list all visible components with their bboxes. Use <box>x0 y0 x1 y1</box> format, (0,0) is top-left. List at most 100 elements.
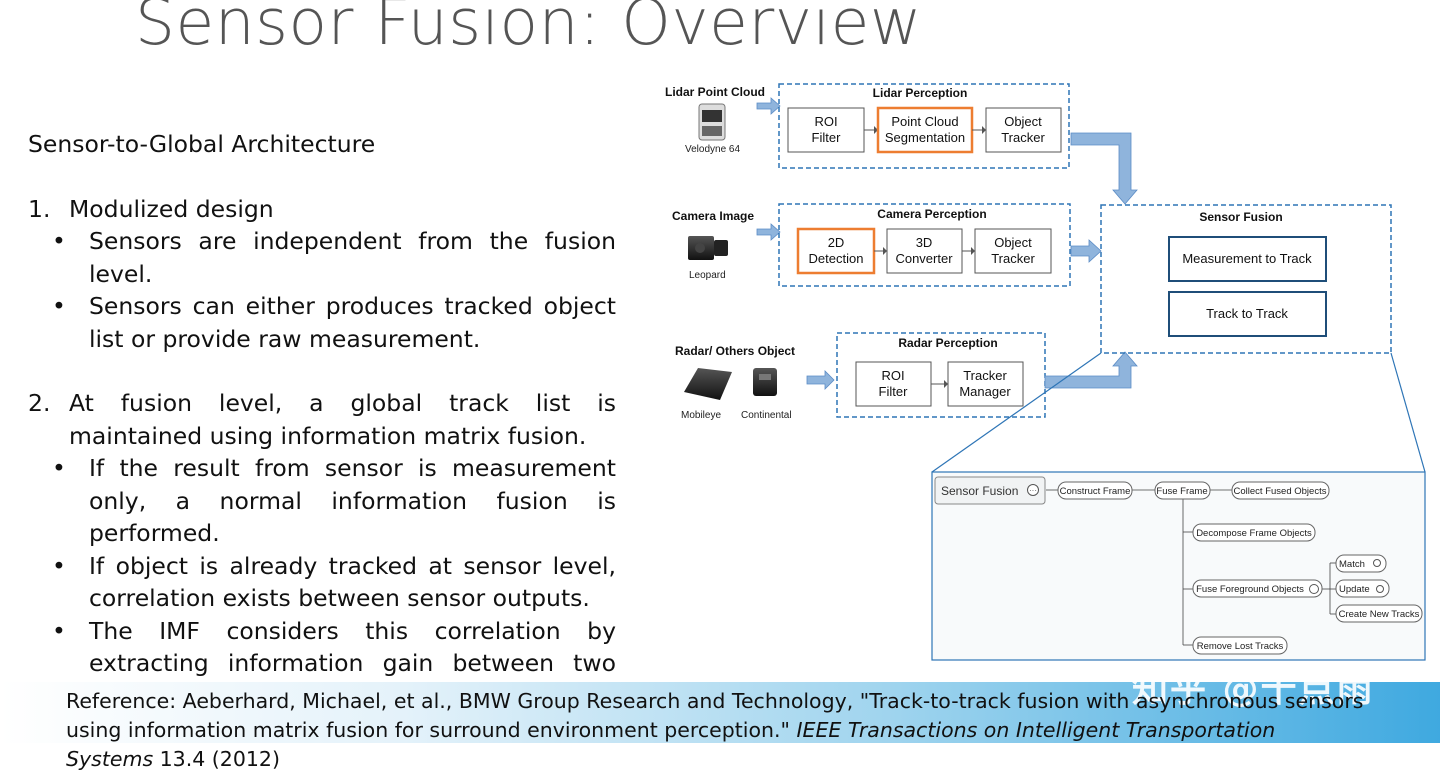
tree-node-create-new-tracks: Create New Tracks <box>1335 604 1423 623</box>
continental-sensor-icon <box>753 368 777 396</box>
collapse-icon <box>1309 584 1319 594</box>
tree-node-root: Sensor Fusion ··· <box>934 476 1046 505</box>
tree-node-decompose-frame-objects: Decompose Frame Objects <box>1192 523 1316 542</box>
radar-to-fusion-arrow <box>1044 351 1138 389</box>
box-label: ROI <box>881 368 904 383</box>
box-label: Point Cloud <box>891 114 958 129</box>
camera-group-label: Camera Perception <box>877 207 986 221</box>
box-label: Detection <box>809 251 864 266</box>
radar-input-arrow <box>806 370 835 390</box>
zoom-line-right <box>1390 352 1426 473</box>
zhihu-watermark: 知乎 @十点雨 <box>1132 669 1375 710</box>
slide-title: Sensor Fusion: Overview <box>135 0 922 59</box>
lidar-source-label: Lidar Point Cloud <box>665 85 765 99</box>
velodyne-sensor-icon <box>698 103 726 141</box>
tree-node-match: Match <box>1335 554 1387 573</box>
radar-roi-filter-box <box>855 361 932 407</box>
box-label: Tracker <box>1001 130 1045 145</box>
bullet-marker: • <box>52 454 66 482</box>
lidar-tracker-box <box>985 107 1062 153</box>
box-label: 3D <box>916 235 933 250</box>
camera-source-label: Camera Image <box>672 209 754 223</box>
node-label: Sensor Fusion <box>941 484 1018 498</box>
radar-source-label: Radar/ Others Object <box>675 344 795 358</box>
tree-connectors <box>1046 489 1336 646</box>
reference-banner <box>0 682 1440 743</box>
bullet-text: Sensors are independent from the fusion … <box>89 227 616 288</box>
track-to-track-box <box>1168 291 1327 337</box>
tree-node-fuse-foreground-objects: Fuse Foreground Objects <box>1192 579 1323 598</box>
node-label: Collect Fused Objects <box>1234 486 1327 497</box>
bullet-marker: • <box>52 227 66 255</box>
lidar-segmentation-box <box>876 106 974 154</box>
tree-node-collect-fused-objects: Collect Fused Objects <box>1231 481 1330 500</box>
node-label: Update <box>1339 584 1370 595</box>
camera-tracker-box <box>974 228 1052 274</box>
numbered-item-2: 2. At fusion level, a global track list … <box>28 387 616 452</box>
radar-tracker-manager-box <box>947 361 1024 407</box>
node-label: Create New Tracks <box>1339 609 1420 620</box>
box-label: 2D <box>828 235 845 250</box>
camera-to-fusion-arrow <box>1070 239 1102 263</box>
item-number: 2. <box>28 389 51 417</box>
reference-text: Reference: Aeberhard, Michael, et al., B… <box>66 687 1366 774</box>
lidar-input-arrow <box>756 97 781 115</box>
box-label: Tracker <box>991 251 1035 266</box>
item-text: Modulized design <box>69 194 274 223</box>
box-label: Measurement to Track <box>1182 251 1312 266</box>
box-label: Filter <box>879 384 909 399</box>
node-label: Match <box>1339 559 1365 570</box>
lidar-device-label: Velodyne 64 <box>685 144 740 155</box>
bullet-item: • If the result from sensor is measureme… <box>28 452 616 550</box>
collapse-icon <box>1027 484 1039 496</box>
link-icon <box>1373 559 1381 567</box>
node-label: Construct Frame <box>1060 486 1131 497</box>
lidar-group-label: Lidar Perception <box>873 86 968 100</box>
bullet-text: Sensors can either produces tracked obje… <box>89 292 616 353</box>
box-label: Manager <box>959 384 1011 399</box>
box-label: Object <box>1004 114 1042 129</box>
tree-node-update: Update <box>1335 579 1390 598</box>
box-label: Segmentation <box>885 130 965 145</box>
camera-sensor-icon <box>688 236 728 260</box>
camera-input-arrow <box>756 223 781 241</box>
reference-suffix: 13.4 (2012) <box>153 747 280 771</box>
lidar-perception-group <box>778 83 1070 169</box>
link-icon <box>1376 585 1384 593</box>
box-label: Filter <box>812 130 842 145</box>
bullet-marker: • <box>52 551 66 580</box>
node-label: Remove Lost Tracks <box>1197 641 1284 652</box>
continental-device-label: Continental <box>741 410 792 421</box>
svg-text:···: ··· <box>1029 486 1037 495</box>
mobileye-device-label: Mobileye <box>681 410 721 421</box>
reference-prefix: Reference: Aeberhard, Michael, et al., B… <box>66 689 1364 742</box>
tree-node-construct-frame: Construct Frame <box>1057 481 1133 500</box>
bullet-text: If the result from sensor is measurement… <box>89 454 616 547</box>
tree-node-fuse-frame: Fuse Frame <box>1154 481 1211 500</box>
node-label: Fuse Foreground Objects <box>1196 584 1304 595</box>
camera-device-label: Leopard <box>689 270 726 281</box>
camera-perception-group <box>778 203 1071 287</box>
item-number: 1. <box>28 194 51 223</box>
camera-3d-converter-box <box>886 228 963 274</box>
item-text: At fusion level, a global track list is … <box>69 389 616 450</box>
measurement-to-track-box <box>1168 236 1327 282</box>
lidar-to-fusion-arrow <box>1070 132 1138 205</box>
bullet-marker: • <box>52 616 66 645</box>
numbered-item-1: 1. Modulized design <box>28 193 616 226</box>
box-label: Converter <box>895 251 953 266</box>
radar-perception-group <box>836 332 1046 418</box>
zoom-line-left <box>931 352 1102 473</box>
node-label: Fuse Frame <box>1156 486 1207 497</box>
box-label: Track to Track <box>1206 306 1288 321</box>
bullet-item: • Sensors can either produces tracked ob… <box>28 290 616 355</box>
sensor-fusion-group <box>1100 204 1392 354</box>
camera-2d-detection-box <box>796 227 876 275</box>
mobileye-sensor-icon <box>684 368 732 400</box>
section-heading: Sensor-to-Global Architecture <box>28 130 376 158</box>
node-label: Decompose Frame Objects <box>1196 528 1312 539</box>
bullet-item: • Sensors are independent from the fusio… <box>28 225 616 290</box>
bullet-text: If object is already tracked at sensor l… <box>89 551 616 613</box>
fusion-group-label: Sensor Fusion <box>1199 210 1282 224</box>
radar-group-label: Radar Perception <box>898 336 997 350</box>
